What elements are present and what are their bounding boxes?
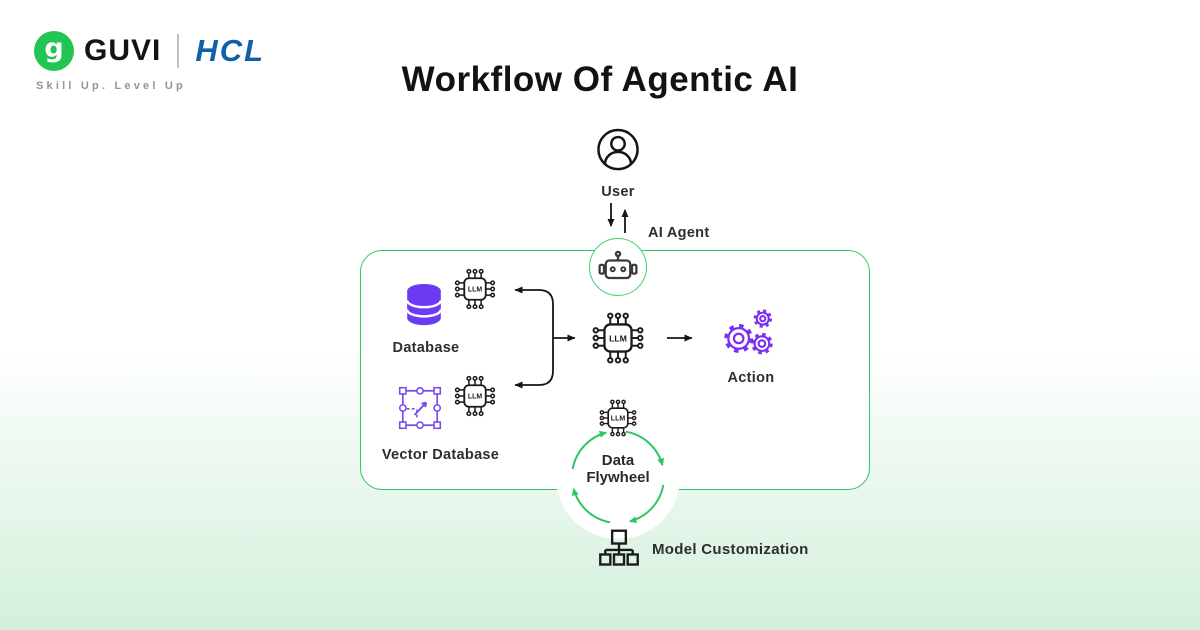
user-icon — [597, 128, 639, 171]
connector-arrows — [514, 286, 693, 389]
llm-chip-icon: LLM — [592, 312, 644, 364]
model-customization-label: Model Customization — [652, 541, 809, 558]
guvi-glyph: g — [44, 32, 64, 64]
llm-chip-icon: LLM — [454, 375, 496, 417]
robot-icon — [598, 250, 638, 279]
vector-database-icon — [398, 386, 442, 430]
llm-chip-icon: LLM — [599, 399, 637, 437]
ai-agent-node — [589, 238, 647, 296]
guvi-wordmark: GUVI — [84, 34, 162, 67]
data-flywheel-label-line1: Data — [601, 452, 635, 469]
svg-text:LLM: LLM — [611, 415, 626, 422]
data-flywheel-label: Data Flywheel — [556, 452, 680, 486]
logo-divider — [177, 34, 180, 68]
llm-chip-icon: LLM — [454, 268, 496, 310]
action-label: Action — [727, 370, 775, 386]
database-label: Database — [392, 340, 460, 356]
circular-arrows-icon — [571, 430, 665, 524]
ai-agent-label: AI Agent — [648, 225, 710, 241]
hierarchy-icon — [599, 529, 639, 566]
user-agent-arrows-icon — [607, 203, 629, 233]
svg-text:LLM: LLM — [468, 394, 482, 401]
brand-tagline: Skill Up. Level Up — [36, 80, 186, 92]
svg-text:LLM: LLM — [468, 287, 482, 294]
database-cylinder-icon — [406, 284, 442, 326]
hcl-wordmark: HCL — [195, 33, 266, 68]
vector-database-label: Vector Database — [381, 447, 500, 463]
page-title: Workflow Of Agentic AI — [401, 60, 799, 99]
svg-text:LLM: LLM — [609, 333, 627, 343]
data-flywheel-label-line2: Flywheel — [586, 469, 650, 486]
user-label: User — [601, 184, 635, 200]
brand-logo-group: g GUVI HCL — [34, 31, 265, 71]
gears-icon — [724, 309, 773, 355]
guvi-logo-icon: g — [34, 31, 74, 71]
